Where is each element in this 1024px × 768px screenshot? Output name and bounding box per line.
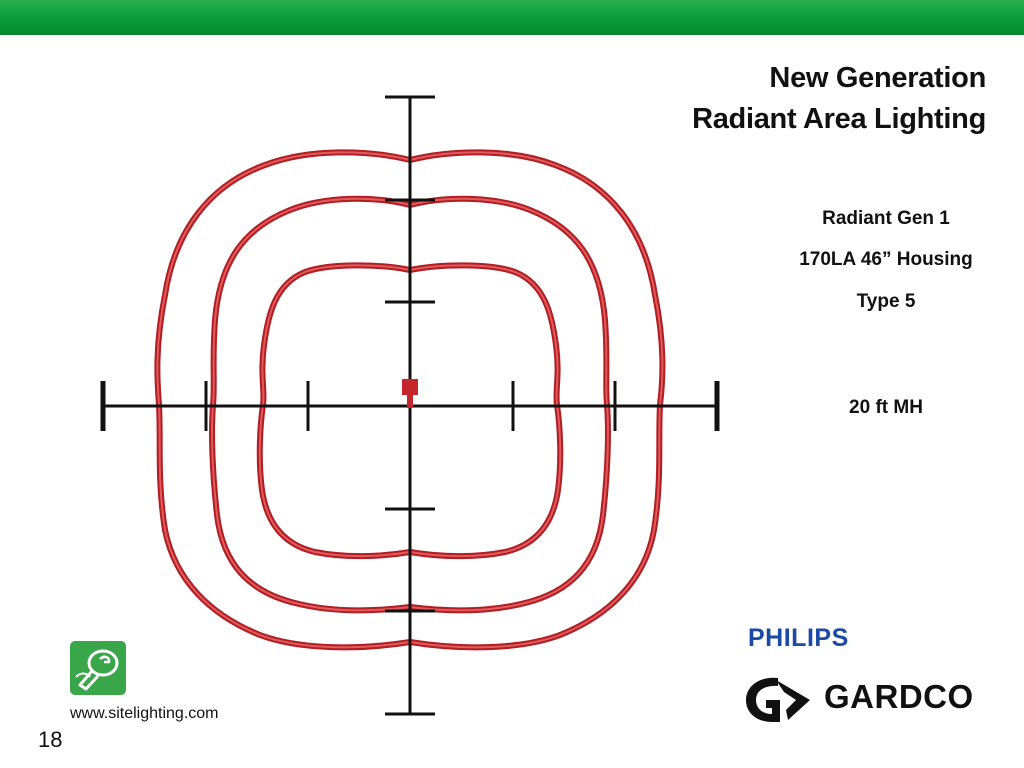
distribution-type: Type 5: [856, 291, 916, 312]
product-name: Radiant Gen 1: [822, 208, 950, 229]
page-title: New Generation Radiant Area Lighting: [692, 58, 986, 140]
website-link[interactable]: www.sitelighting.com: [70, 705, 219, 722]
philips-logo: PHILIPS: [748, 624, 849, 652]
title-line-2: Radiant Area Lighting: [692, 103, 986, 135]
gardco-g-icon: [746, 677, 810, 722]
green-bulb-logo-icon: [70, 641, 126, 695]
mounting-height: 20 ft MH: [849, 397, 923, 418]
housing-label: 170LA 46” Housing: [799, 249, 973, 270]
page-number: 18: [38, 727, 63, 752]
header-bar: [0, 0, 1024, 35]
title-line-1: New Generation: [769, 62, 986, 94]
gardco-logo-text: GARDCO: [824, 678, 974, 715]
luminaire-marker: [402, 379, 418, 408]
